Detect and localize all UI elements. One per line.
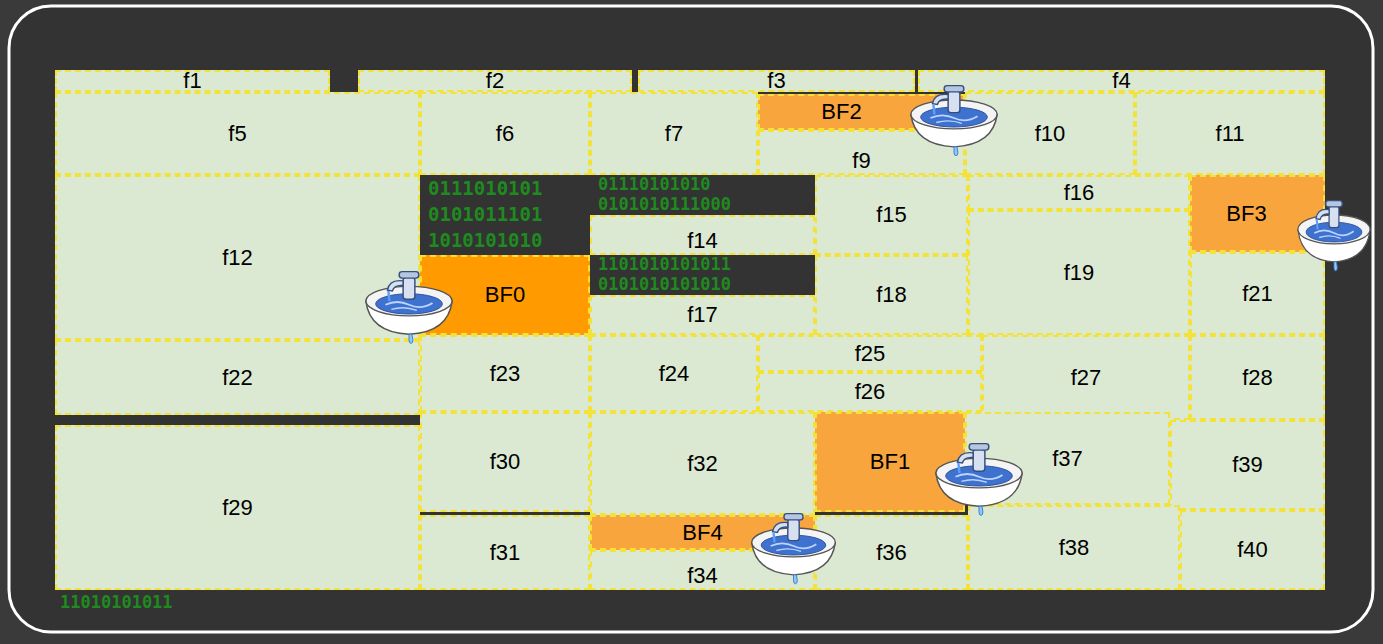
rounded-frame <box>9 6 1373 632</box>
area-label: f2 <box>486 70 504 92</box>
area-label: f5 <box>228 123 246 145</box>
floor-area: f28 <box>1190 335 1325 420</box>
area-label: f21 <box>1242 283 1273 305</box>
floor-area: f4 <box>918 70 1325 92</box>
floor-area: f14 <box>590 215 815 255</box>
area-label: f30 <box>490 451 521 473</box>
binary-watermark: 0101011101 <box>428 205 542 224</box>
floor-area: f3 <box>638 70 915 92</box>
area-label: BF0 <box>485 284 525 306</box>
area-label: f16 <box>1064 182 1095 204</box>
area-label: f6 <box>496 123 514 145</box>
area-label: f38 <box>1059 537 1090 559</box>
floor-area: f29 <box>55 425 420 590</box>
area-label: f14 <box>687 230 718 252</box>
floor-area: f2 <box>358 70 632 92</box>
fixture-area: BF3 <box>1190 175 1325 252</box>
area-label: f7 <box>665 123 683 145</box>
sink-icon <box>1298 201 1370 271</box>
floor-area: f25 <box>758 335 982 372</box>
fixture-area: BF1 <box>815 412 965 512</box>
fixture-area: BF4 <box>590 515 815 550</box>
floor-area: f37 <box>965 412 1170 505</box>
floor-area: f6 <box>420 92 590 175</box>
binary-watermark: 0111010101 <box>428 179 542 198</box>
floor-area: f31 <box>420 515 590 590</box>
floor-area: f32 <box>590 412 815 515</box>
sink-icon <box>366 272 452 344</box>
floor-area: f21 <box>1190 252 1325 335</box>
area-label: f11 <box>1216 123 1245 145</box>
area-label: f1 <box>183 70 201 92</box>
fixture-area: BF2 <box>758 94 965 130</box>
area-label: f26 <box>855 381 886 403</box>
area-label: f17 <box>687 304 718 326</box>
floor-area: f39 <box>1170 420 1325 510</box>
area-label: f36 <box>876 542 907 564</box>
area-label: f4 <box>1112 70 1130 92</box>
binary-watermark: 0101010111000 <box>598 196 731 213</box>
area-label: f31 <box>490 542 521 564</box>
floor-area: f1 <box>55 70 330 92</box>
area-label: f34 <box>687 565 718 587</box>
floor-area: f17 <box>590 295 815 335</box>
floor-area: f40 <box>1180 510 1325 590</box>
floor-area: f18 <box>815 255 968 335</box>
area-label: f28 <box>1242 367 1273 389</box>
floor-area: f5 <box>55 92 420 175</box>
floor-area: f38 <box>968 505 1180 590</box>
area-label: f15 <box>876 204 907 226</box>
floor-area: f23 <box>420 335 590 412</box>
sink-icon <box>911 86 997 156</box>
area-label: f39 <box>1232 454 1263 476</box>
floor-area: f34 <box>590 550 815 590</box>
floor-area: f11 <box>1135 92 1325 175</box>
area-label: f19 <box>1064 262 1095 284</box>
binary-watermark: 1101010101011 <box>598 256 731 273</box>
floor-area: f10 <box>965 92 1135 175</box>
binary-watermark: 11010101011 <box>60 594 173 611</box>
area-label: f32 <box>687 453 718 475</box>
floor-area: f36 <box>815 515 968 590</box>
area-label: f9 <box>852 150 870 172</box>
floor-area: f24 <box>590 335 758 412</box>
floor-area: f30 <box>420 412 590 512</box>
fixture-area: BF0 <box>420 255 590 335</box>
area-label: BF3 <box>1226 203 1266 225</box>
area-label: f25 <box>855 343 886 365</box>
floor-area: f12 <box>55 175 420 340</box>
binary-watermark: 01110101010 <box>598 176 711 193</box>
floor-area: f7 <box>590 92 758 175</box>
area-label: BF2 <box>821 101 861 123</box>
area-label: f27 <box>1071 367 1102 389</box>
floor-area: f22 <box>55 340 420 415</box>
sink-icon <box>752 514 836 584</box>
area-label: f40 <box>1237 539 1268 561</box>
area-label: f10 <box>1035 123 1066 145</box>
area-label: BF1 <box>870 451 910 473</box>
area-label: f18 <box>876 284 907 306</box>
floor-area: f16 <box>968 175 1190 210</box>
area-label: f24 <box>659 363 690 385</box>
area-label: BF4 <box>682 522 722 544</box>
area-label: f12 <box>222 247 253 269</box>
floor-area: f9 <box>758 130 965 175</box>
area-label: f22 <box>222 367 253 389</box>
area-label: f29 <box>222 497 253 519</box>
floor-area: f26 <box>758 372 982 412</box>
area-label: f37 <box>1052 448 1083 470</box>
floor-area: f19 <box>968 210 1190 335</box>
binary-watermark: 0101010101010 <box>598 276 731 293</box>
sink-icon <box>936 444 1022 516</box>
floor-area: f27 <box>982 335 1190 420</box>
area-label: f23 <box>490 363 521 385</box>
binary-watermark: 1010101010 <box>428 231 542 250</box>
area-label: f3 <box>767 70 785 92</box>
floor-area: f15 <box>815 175 968 255</box>
